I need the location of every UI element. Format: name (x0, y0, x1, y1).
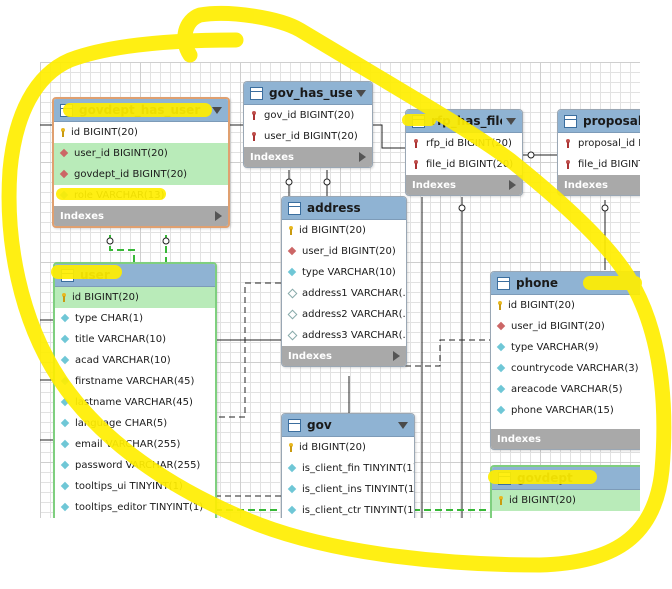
table-icon (564, 114, 577, 128)
table-name: gov_has_user (269, 86, 352, 100)
table-name: address (307, 201, 361, 215)
collapse-arrow-icon[interactable] (212, 106, 222, 114)
column-row[interactable]: tooltips_editor TINYINT(1) (55, 497, 215, 518)
column-row[interactable]: is_client_ctr TINYINT(1) (282, 500, 414, 521)
table-address[interactable]: address id BIGINT(20) user_id BIGINT(20)… (281, 196, 407, 367)
column-row[interactable]: lastname VARCHAR(45) (55, 392, 215, 413)
column-row[interactable]: id BIGINT(20) (55, 287, 215, 308)
column-row[interactable]: is_client_fin TINYINT(1) (282, 458, 414, 479)
indexes-footer[interactable]: Indexes (54, 206, 228, 226)
table-icon (497, 276, 510, 290)
column-row[interactable]: address2 VARCHAR(... (282, 304, 406, 325)
red-key-icon (564, 160, 573, 169)
primary-key-icon (288, 226, 294, 235)
indexes-footer[interactable]: Indexes (558, 175, 658, 195)
column-row[interactable]: govdept_id BIGINT(20) (54, 164, 228, 185)
column-row[interactable]: gov_id BIGINT(20) (244, 105, 372, 126)
primary-key-icon (498, 496, 504, 505)
table-header[interactable]: gov (282, 414, 414, 437)
table-icon (288, 418, 301, 432)
highlighter-loop (1, 6, 672, 573)
expand-arrow-icon (509, 180, 516, 190)
column-row[interactable]: user_id BIGINT(20) (54, 143, 228, 164)
column-row[interactable]: address3 VARCHAR(... (282, 325, 406, 346)
column-row[interactable]: user_id BIGINT(20) (244, 126, 372, 147)
collapse-arrow-icon[interactable] (398, 421, 408, 429)
column-row[interactable]: tooltips_ui TINYINT(1) (55, 476, 215, 497)
red-key-icon (250, 111, 259, 120)
table-header[interactable]: gov_has_user (244, 82, 372, 105)
table-icon (288, 201, 301, 215)
collapse-arrow-icon[interactable] (356, 89, 366, 97)
column-row[interactable]: file_id BIGINT (558, 154, 658, 175)
column-row[interactable]: file_id BIGINT(20) (406, 154, 522, 175)
column-row[interactable]: acad VARCHAR(10) (55, 350, 215, 371)
column-row[interactable]: type VARCHAR(9) (491, 337, 656, 358)
primary-key-icon (497, 301, 503, 310)
column-row[interactable]: user_id BIGINT(20) (491, 316, 656, 337)
indexes-footer[interactable]: Indexes (244, 147, 372, 167)
expand-arrow-icon (215, 211, 222, 221)
table-header[interactable]: address (282, 197, 406, 220)
table-header[interactable]: proposal_ (558, 110, 658, 133)
expand-arrow-icon (359, 152, 366, 162)
indexes-footer[interactable]: Indexes (282, 346, 406, 366)
primary-key-icon (60, 128, 66, 137)
red-key-icon (250, 132, 259, 141)
table-name: gov (307, 418, 332, 432)
column-row[interactable]: is_client_ins TINYINT(1) (282, 479, 414, 500)
column-row[interactable]: proposal_id BIG (558, 133, 658, 154)
column-row[interactable]: address1 VARCHAR(... (282, 283, 406, 304)
red-key-icon (412, 139, 421, 148)
column-row[interactable]: type VARCHAR(10) (282, 262, 406, 283)
column-row[interactable]: id BIGINT(20) (492, 490, 657, 511)
table-name: phone (516, 276, 559, 290)
column-row[interactable]: language CHAR(5) (55, 413, 215, 434)
column-row[interactable]: id BIGINT(20) (282, 437, 414, 458)
column-row[interactable]: id BIGINT(20) (54, 122, 228, 143)
column-row[interactable]: id BIGINT(20) (491, 295, 656, 316)
primary-key-icon (61, 293, 67, 302)
expand-arrow-icon (393, 351, 400, 361)
column-row[interactable]: firstname VARCHAR(45) (55, 371, 215, 392)
red-key-icon (564, 139, 573, 148)
table-icon (250, 86, 263, 100)
column-row[interactable]: user_id BIGINT(20) (282, 241, 406, 262)
indexes-footer[interactable]: Indexes (406, 175, 522, 195)
table-gov-has-user[interactable]: gov_has_user gov_id BIGINT(20) user_id B… (243, 81, 373, 168)
column-row[interactable]: rfp_id BIGINT(20) (406, 133, 522, 154)
column-row[interactable]: countrycode VARCHAR(3) (491, 358, 656, 379)
column-row[interactable]: id BIGINT(20) (282, 220, 406, 241)
column-row[interactable]: phone VARCHAR(15) (491, 400, 656, 421)
red-key-icon (412, 160, 421, 169)
table-name: proposal_ (583, 114, 648, 128)
column-row[interactable]: type CHAR(1) (55, 308, 215, 329)
primary-key-icon (288, 443, 294, 452)
indexes-footer[interactable]: Indexes (491, 429, 656, 449)
column-row[interactable]: title VARCHAR(10) (55, 329, 215, 350)
column-row[interactable]: areacode VARCHAR(5) (491, 379, 656, 400)
collapse-arrow-icon[interactable] (506, 117, 516, 125)
